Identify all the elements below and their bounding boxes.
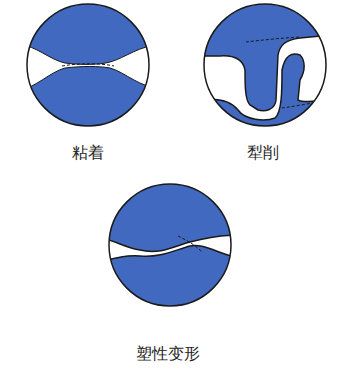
adhesion-contact — [20, 0, 160, 140]
view-circle — [109, 184, 231, 306]
caption-label: 犁削 — [247, 143, 279, 162]
ploughing-contact — [200, 0, 330, 140]
deformation-contact — [100, 170, 240, 320]
view-circle — [27, 4, 149, 126]
caption-label: 粘着 — [72, 143, 104, 162]
view-circle — [204, 4, 326, 126]
caption-label: 塑性变形 — [136, 344, 200, 363]
